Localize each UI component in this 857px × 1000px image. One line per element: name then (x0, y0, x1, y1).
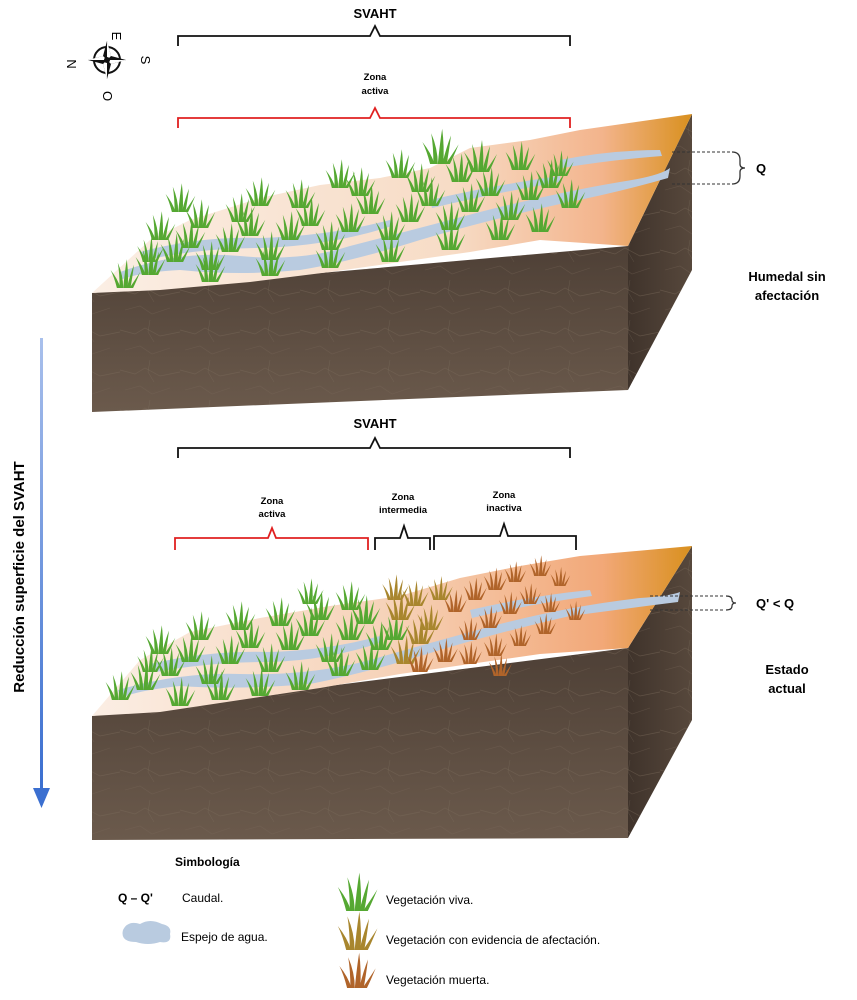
legend-alive-vegetation-icon (337, 872, 378, 911)
bottom-zona-activa-label-1: Zona (261, 496, 284, 507)
top-vegetation-alive-icon (165, 183, 196, 212)
legend-dead-vegetation-icon (339, 952, 376, 988)
legend-q-text: Caudal. (182, 891, 223, 905)
top-zona-activa-label-2: activa (362, 86, 390, 97)
bottom-vegetation-alive-icon (297, 578, 324, 604)
bottom-svaht-label: SVAHT (353, 416, 396, 431)
top-zona-activa-label-1: Zona (364, 72, 387, 83)
bottom-state-label-1: Estado (765, 662, 808, 677)
legend-affected-text: Vegetación con evidencia de afectación. (386, 933, 600, 947)
bottom-flow-label: Q' < Q (756, 596, 794, 611)
legend-affected-vegetation-icon (337, 911, 378, 950)
legend: Simbología Q – Q' Caudal. Espejo de agua… (118, 855, 600, 988)
top-state-label-1: Humedal sin (748, 269, 825, 284)
legend-title: Simbología (175, 855, 240, 869)
bottom-zona-inactiva-label-2: inactiva (486, 503, 522, 514)
compass-o-label: O (100, 91, 115, 101)
compass-n-label: N (64, 59, 79, 68)
compass-e-label: E (109, 32, 124, 41)
reduction-arrow-label: Reducción superficie del SVAHT (11, 461, 28, 692)
bottom-state-label-2: actual (768, 681, 806, 696)
reduction-arrow (33, 338, 50, 808)
compass-rose-icon (88, 41, 126, 79)
top-zona-activa-bracket (177, 105, 571, 128)
bottom-zona-intermedia-label-2: intermedia (379, 505, 428, 516)
bottom-flow-indicator (650, 595, 724, 611)
top-svaht-label: SVAHT (353, 6, 396, 21)
bottom-zona-activa-label-2: activa (259, 509, 287, 520)
bottom-zona-inactiva-bracket (433, 521, 577, 550)
bottom-zona-activa-bracket (174, 525, 369, 550)
top-svaht-bracket (177, 23, 571, 46)
bottom-zona-intermedia-bracket (374, 523, 431, 550)
legend-dead-text: Vegetación muerta. (386, 973, 489, 987)
bottom-water (118, 590, 680, 698)
bottom-zona-inactiva-label-1: Zona (493, 490, 516, 501)
top-state-label-2: afectación (755, 288, 819, 303)
top-block (92, 114, 692, 412)
bottom-zona-intermedia-label-1: Zona (392, 492, 415, 503)
legend-alive-text: Vegetación viva. (386, 893, 473, 907)
top-flow-label: Q (756, 161, 766, 176)
legend-q-symbol: Q – Q' (118, 891, 153, 905)
compass-s-label: S (138, 56, 153, 65)
legend-water-icon (122, 921, 171, 944)
bottom-svaht-bracket (177, 435, 571, 458)
bottom-block (92, 546, 692, 840)
legend-water-text: Espejo de agua. (181, 930, 268, 944)
